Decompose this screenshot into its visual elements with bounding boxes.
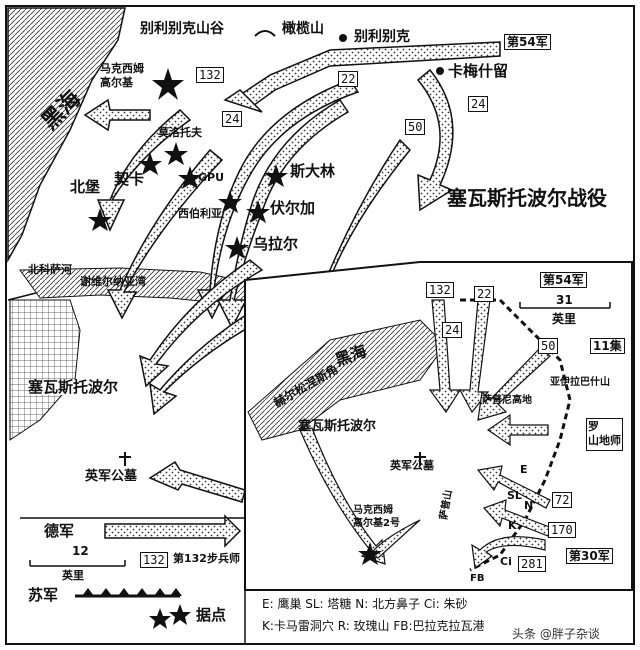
legend-scale-unit: 英里 <box>62 569 84 582</box>
black-sea-area <box>7 7 126 263</box>
inset-unit-24: 24 <box>442 322 463 338</box>
inset-unit-54-corps: 第54军 <box>540 272 587 288</box>
label-sevastopol: 塞瓦斯托波尔 <box>28 378 119 396</box>
inset-label-sapun-heights: 萨普尼高地 <box>482 395 532 406</box>
inset-sea <box>247 319 446 441</box>
unit-24a: 24 <box>468 96 489 112</box>
unit-22: 22 <box>338 71 359 87</box>
star-maxim-gorky2 <box>358 542 382 565</box>
legend-star-1 <box>149 608 171 629</box>
label-belbek: 别利别克 <box>354 29 410 45</box>
legend-german: 德军 <box>44 522 75 540</box>
label-siberia: 西伯利亚 <box>178 207 222 220</box>
unit-50: 50 <box>405 119 426 135</box>
inset-label-british-cemetery: 英军公墓 <box>390 459 434 472</box>
map-title: 塞瓦斯托波尔战役 <box>447 186 607 210</box>
inset-label-fb: FB <box>470 573 485 584</box>
label-chka: 契卡 <box>114 170 145 188</box>
inset-label-maxim-gorky2: 马克西姆 高尔基2号 <box>353 505 400 529</box>
key-line-1: E: 鹰巢 SL: 塔糖 N: 北方鼻子 Ci: 朱砂 <box>262 597 468 611</box>
inset-unit-281: 281 <box>518 556 546 572</box>
star-siberia <box>218 190 242 213</box>
legend-div-132-label: 第132步兵师 <box>173 552 240 565</box>
legend-stronghold: 据点 <box>196 606 227 624</box>
belbek-dot <box>339 34 347 42</box>
star-chka <box>138 152 162 175</box>
inset-label-romania: 罗 山地师 <box>586 418 623 451</box>
star-gpu <box>178 166 202 189</box>
label-severnaya-bay: 谢维尔纳亚湾 <box>80 275 146 288</box>
olive-mountain-icon <box>254 30 276 37</box>
key-line-2: K:卡马雷洞穴 R: 玫瑰山 FB:巴拉克拉瓦港 <box>262 619 485 633</box>
label-molotov: 莫洛托夫 <box>158 126 202 139</box>
star-volga <box>246 200 270 223</box>
inset-unit-22: 22 <box>474 286 495 302</box>
label-volga: 伏尔加 <box>270 199 316 217</box>
inset-label-ci: Ci <box>500 555 512 568</box>
inset-label-sevastopol: 塞瓦斯托波尔 <box>298 419 377 434</box>
inset-label-sl: SL <box>507 489 522 502</box>
legend-german-arrow <box>104 514 242 548</box>
german-attack-arrows <box>83 41 501 503</box>
inset-unit-50: 50 <box>538 338 559 354</box>
inset-scale-value: 31 <box>556 293 573 307</box>
star-ural <box>225 236 249 259</box>
label-belbek-valley: 别利别克山谷 <box>140 21 224 37</box>
inset-scale-unit: 英里 <box>552 312 577 326</box>
inset-attack-arrows <box>299 299 553 570</box>
legend-div-132: 132 <box>140 552 168 568</box>
inset-unit-132: 132 <box>426 282 454 298</box>
inset-unit-30-corps: 第30军 <box>566 548 613 564</box>
legend-scale-value: 12 <box>72 544 89 558</box>
label-maxim-gorky: 马克西姆 高尔基 <box>100 62 144 90</box>
star-molotov <box>164 142 188 165</box>
unit-54-corps: 第54军 <box>504 34 551 50</box>
cemetery-cross <box>119 452 131 466</box>
inset-label-yaila: 亚伊拉巴什山 <box>550 377 610 388</box>
star-stalin <box>264 164 288 187</box>
legend-soviet: 苏军 <box>28 586 59 604</box>
inset-label-k: K <box>508 519 517 532</box>
unit-24b: 24 <box>222 111 243 127</box>
kamyshly-dot <box>436 67 444 75</box>
legend-star-2 <box>169 604 191 625</box>
label-british-cemetery: 英军公墓 <box>85 469 138 484</box>
label-kamyshly: 卡梅什留 <box>448 62 509 80</box>
label-olive-mtn: 橄榄山 <box>282 21 324 37</box>
star-maxim-gorky <box>152 68 184 100</box>
stronghold-stars <box>88 68 382 565</box>
watermark: 头条 @胖子杂谈 <box>512 627 600 641</box>
label-stalin: 斯大林 <box>290 162 336 180</box>
unit-132: 132 <box>196 67 224 83</box>
inset-label-n: N <box>524 499 534 512</box>
inset-label-e: E <box>520 463 528 476</box>
soviet-front-line <box>460 298 572 572</box>
star-north-fort <box>88 208 112 231</box>
label-north-fort: 北堡 <box>70 178 101 196</box>
inset-unit-11-army: 11集 <box>590 338 625 354</box>
cemetery-cross-inset <box>414 452 426 466</box>
label-north-cosa: 北科萨河 <box>28 263 72 276</box>
inset-unit-72: 72 <box>552 492 573 508</box>
label-gpu: GPU <box>198 171 225 184</box>
inset-unit-170: 170 <box>548 522 576 538</box>
label-ural: 乌拉尔 <box>253 235 299 253</box>
